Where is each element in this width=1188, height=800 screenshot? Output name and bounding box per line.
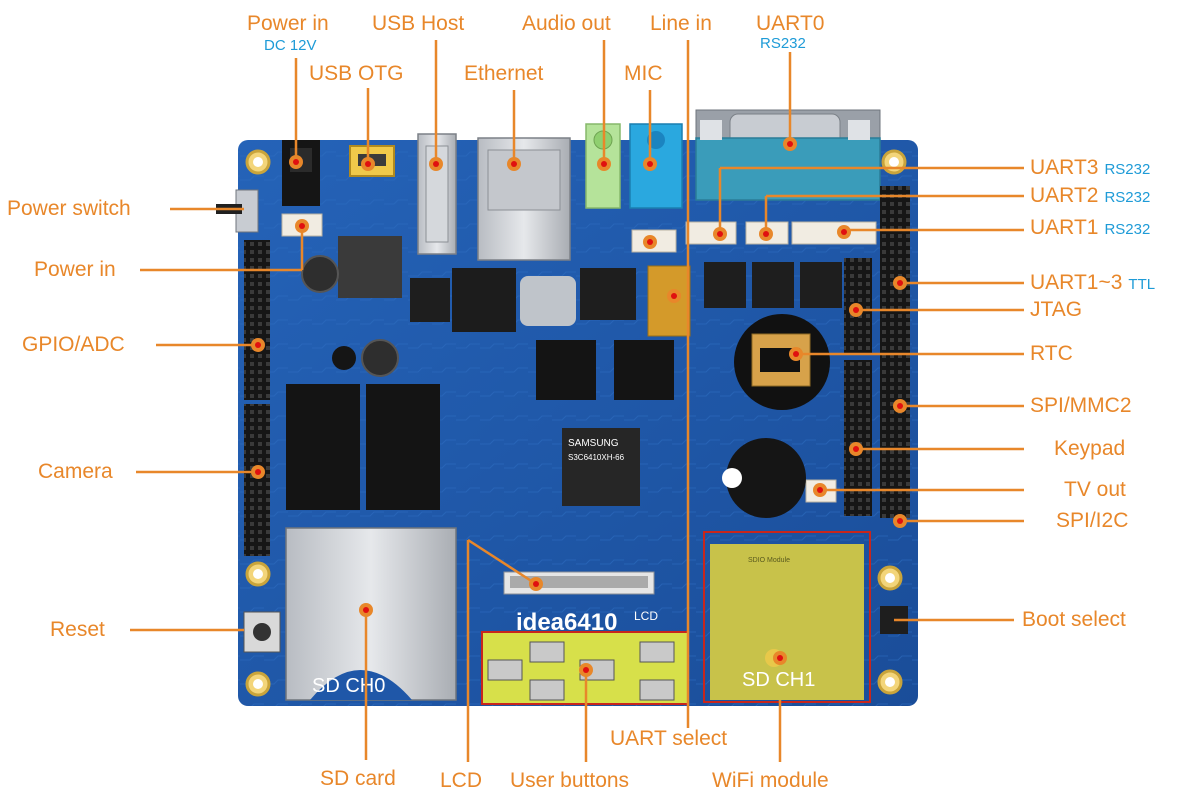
sdio-mark: SDIO Module (748, 557, 790, 564)
label-boot-select: Boot select (1022, 608, 1126, 631)
label-spi-mmc2: SPI/MMC2 (1030, 394, 1132, 417)
label-uart1-3: UART1~3 TTL (1030, 272, 1155, 293)
wifi-module-area: SD CH1 SDIO Module (703, 531, 871, 703)
label-usb-otg: USB OTG (309, 62, 404, 85)
label-uart1-sub: RS232 (1104, 221, 1151, 238)
label-tv-out: TV out (1064, 478, 1126, 501)
label-uart3-text: UART3 (1030, 156, 1099, 179)
label-uart3-sub: RS232 (1104, 161, 1151, 178)
label-audio-out: Audio out (522, 12, 611, 35)
sd-ch1-mark: SD CH1 (742, 669, 815, 691)
sd-ch0-mark: SD CH0 (312, 675, 385, 697)
marker-dots (251, 137, 907, 677)
label-uart0: UART0 (756, 12, 825, 35)
chip-brand: SAMSUNG (568, 438, 619, 449)
label-gpio-adc: GPIO/ADC (22, 333, 125, 356)
label-uart-select: UART select (610, 727, 728, 750)
label-sd-card: SD card (320, 767, 396, 790)
label-uart1-3-sub: TTL (1128, 276, 1156, 293)
label-power-in-top: Power in (247, 12, 329, 35)
label-keypad: Keypad (1054, 437, 1126, 460)
mic-jack (629, 123, 683, 209)
ic-chips (286, 236, 842, 510)
label-reset: Reset (50, 618, 105, 641)
label-ethernet: Ethernet (464, 62, 544, 85)
label-uart1-3-text: UART1~3 (1030, 271, 1123, 294)
label-line-in: Line in (650, 12, 712, 35)
dc-jack (282, 140, 320, 206)
ethernet-connector (477, 137, 571, 261)
sd-card-slot: SD CH0 (285, 527, 457, 701)
label-uart3: UART3 RS232 (1030, 157, 1150, 178)
chip-model: S3C6410XH-66 (568, 453, 625, 462)
label-uart0-sub: RS232 (760, 35, 806, 52)
label-power-switch: Power switch (7, 197, 131, 220)
db9-connector (695, 109, 881, 201)
label-camera: Camera (38, 460, 113, 483)
lcd-connector: LCD (503, 571, 658, 623)
label-mic: MIC (624, 62, 663, 85)
label-uart1: UART1 RS232 (1030, 217, 1150, 238)
label-uart2-text: UART2 (1030, 184, 1099, 207)
label-uart1-text: UART1 (1030, 216, 1099, 239)
label-power-in-top-sub: DC 12V (264, 37, 317, 54)
rtc-battery (734, 314, 830, 410)
label-jtag: JTAG (1030, 298, 1083, 321)
label-wifi-module: WiFi module (712, 769, 829, 792)
reset-button-part (243, 611, 281, 653)
label-spi-i2c: SPI/I2C (1056, 509, 1129, 532)
pin-headers (244, 186, 910, 556)
label-lcd: LCD (440, 769, 483, 792)
label-user-buttons: User buttons (510, 769, 630, 792)
buzzer (722, 438, 806, 518)
label-power-in-left: Power in (34, 258, 116, 281)
power-switch-part (216, 189, 259, 233)
lcd-mark: LCD (634, 609, 658, 623)
label-uart2: UART2 RS232 (1030, 185, 1150, 206)
label-uart2-sub: RS232 (1104, 189, 1151, 206)
leader-lines (130, 40, 1024, 762)
label-rtc: RTC (1030, 342, 1073, 365)
label-usb-host: USB Host (372, 12, 465, 35)
